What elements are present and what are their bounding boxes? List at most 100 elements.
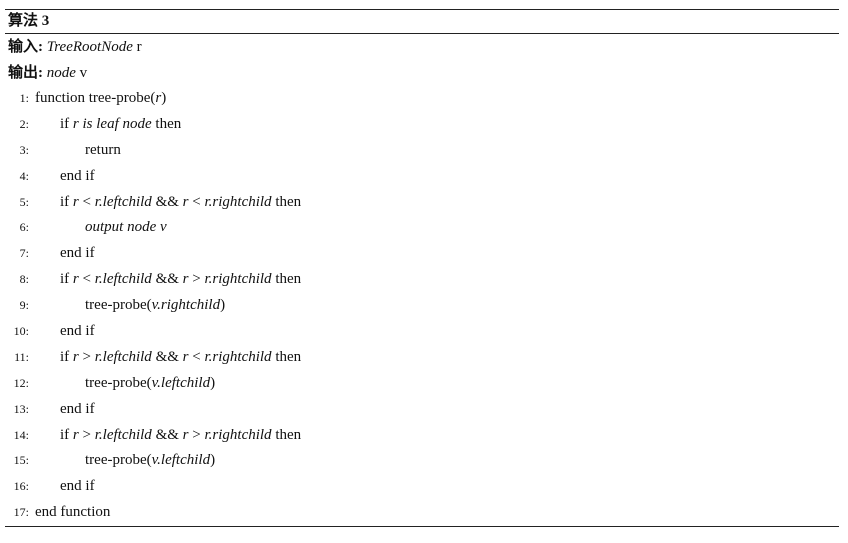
top-rule — [5, 9, 839, 10]
code-segment: end if — [60, 400, 95, 417]
code-italic-segment: r — [72, 271, 79, 288]
code-segment: ) — [220, 297, 226, 314]
code-segment: < — [78, 271, 95, 288]
code-italic-segment: r.rightchild — [204, 193, 272, 210]
code-italic-segment: r.leftchild — [94, 271, 152, 288]
line-number: 12: — [13, 375, 29, 390]
code-segment: end if — [60, 167, 95, 184]
line-number: 2: — [19, 116, 29, 131]
line-code: tree-probe(v.rightchild) — [85, 293, 225, 319]
code-line: 14:if r > r.leftchild && r > r.rightchil… — [5, 423, 839, 449]
code-line: 5: if r < r.leftchild && r < r.rightchild… — [5, 190, 839, 216]
line-code: function tree-probe(r) — [35, 86, 166, 112]
line-number: 10: — [13, 324, 29, 339]
code-segment: if — [60, 271, 73, 288]
input-type: TreeRootNode — [46, 39, 133, 55]
code-segment: > — [188, 271, 205, 288]
code-italic-segment: r.leftchild — [94, 426, 152, 443]
code-segment: tree-probe( — [85, 297, 152, 314]
code-italic-segment: r — [182, 348, 189, 365]
line-number: 11: — [14, 349, 29, 364]
line-number: 3: — [19, 142, 29, 157]
code-line: 13: end if — [5, 397, 839, 423]
code-segment: < — [188, 348, 205, 365]
input-label: 输入: — [8, 39, 43, 55]
title-rule — [5, 33, 839, 34]
code-italic-segment: r — [72, 348, 79, 365]
code-segment: ) — [161, 90, 167, 106]
code-italic-segment: r is leaf node — [72, 115, 152, 132]
code-segment: function tree-probe( — [35, 90, 156, 106]
code-segment: then — [271, 348, 302, 365]
code-segment: < — [78, 193, 95, 210]
input-var: r — [136, 39, 142, 55]
line-code: if r < r.leftchild && r < r.rightchild t… — [60, 190, 301, 216]
code-italic-segment: r — [72, 193, 79, 210]
code-segment: end function — [35, 504, 111, 521]
code-italic-segment: output node v — [85, 219, 167, 236]
code-italic-segment: r — [155, 90, 162, 106]
code-line: 12: tree-probe(v.leftchild) — [5, 371, 839, 397]
line-number: 6: — [19, 220, 29, 235]
code-italic-segment: r — [72, 426, 79, 443]
code-line: 17: end function — [5, 500, 839, 526]
code-italic-segment: r — [182, 426, 189, 443]
code-segment: then — [271, 271, 302, 288]
line-code: return — [85, 138, 121, 164]
line-code: end if — [60, 319, 95, 345]
output-label: 输出: — [8, 65, 43, 81]
code-italic-segment: v.leftchild — [151, 374, 211, 391]
line-code: end function — [35, 500, 110, 526]
line-number: 9: — [19, 298, 29, 313]
code-segment: return — [85, 141, 121, 158]
code-line: 16: end if — [5, 474, 839, 500]
code-line: 15:tree-probe(v.leftchild) — [5, 448, 839, 474]
code-segment: end if — [60, 478, 95, 495]
code-segment: then — [271, 426, 302, 443]
code-segment: && — [151, 348, 183, 365]
line-number: 13: — [13, 401, 29, 416]
code-italic-segment: r — [182, 271, 189, 288]
line-code: if r < r.leftchild && r > r.rightchild t… — [60, 267, 301, 293]
code-segment: && — [151, 426, 183, 443]
code-segment: tree-probe( — [85, 452, 152, 469]
code-italic-segment: r.leftchild — [94, 193, 152, 210]
line-number: 5: — [19, 194, 29, 209]
line-number: 17: — [13, 505, 29, 520]
algorithm-block: 算法 3 输入: TreeRootNode r 输出: node v 1:fun… — [5, 9, 839, 528]
code-line: 11: if r > r.leftchild && r < r.rightchil… — [5, 345, 839, 371]
code-lines: 1:function tree-probe(r) 2:if r is leaf … — [5, 86, 839, 526]
code-segment: && — [151, 193, 183, 210]
code-segment: then — [151, 115, 182, 132]
code-segment: if — [60, 348, 73, 365]
code-segment: if — [60, 426, 73, 443]
line-code: end if — [60, 241, 95, 267]
code-segment: > — [78, 348, 95, 365]
line-number: 1: — [19, 91, 29, 105]
output-type: node — [46, 65, 76, 81]
code-italic-segment: r.leftchild — [94, 348, 152, 365]
line-number: 16: — [13, 479, 29, 494]
output-var: v — [79, 65, 88, 81]
line-code: output node v — [85, 215, 167, 241]
code-italic-segment: r.rightchild — [204, 348, 272, 365]
code-segment: ) — [210, 374, 216, 391]
line-code: if r > r.leftchild && r > r.rightchild t… — [60, 423, 301, 449]
code-line: 7:end if — [5, 241, 839, 267]
line-code: if r is leaf node then — [60, 112, 181, 138]
line-code: end if — [60, 397, 95, 423]
code-line: 4: end if — [5, 164, 839, 190]
code-italic-segment: r.rightchild — [204, 271, 272, 288]
code-segment: ) — [210, 452, 216, 469]
code-segment: > — [78, 426, 95, 443]
bottom-rule — [5, 526, 839, 528]
line-code: end if — [60, 474, 95, 500]
code-line: 9: tree-probe(v.rightchild) — [5, 293, 839, 319]
code-line: 10: end if — [5, 319, 839, 345]
line-number: 4: — [19, 168, 29, 183]
code-line: 8:if r < r.leftchild && r > r.rightchild… — [5, 267, 839, 293]
code-segment: < — [188, 193, 205, 210]
output-row: 输出: node v — [5, 60, 839, 86]
line-code: tree-probe(v.leftchild) — [85, 371, 215, 397]
line-code: tree-probe(v.leftchild) — [85, 448, 215, 474]
